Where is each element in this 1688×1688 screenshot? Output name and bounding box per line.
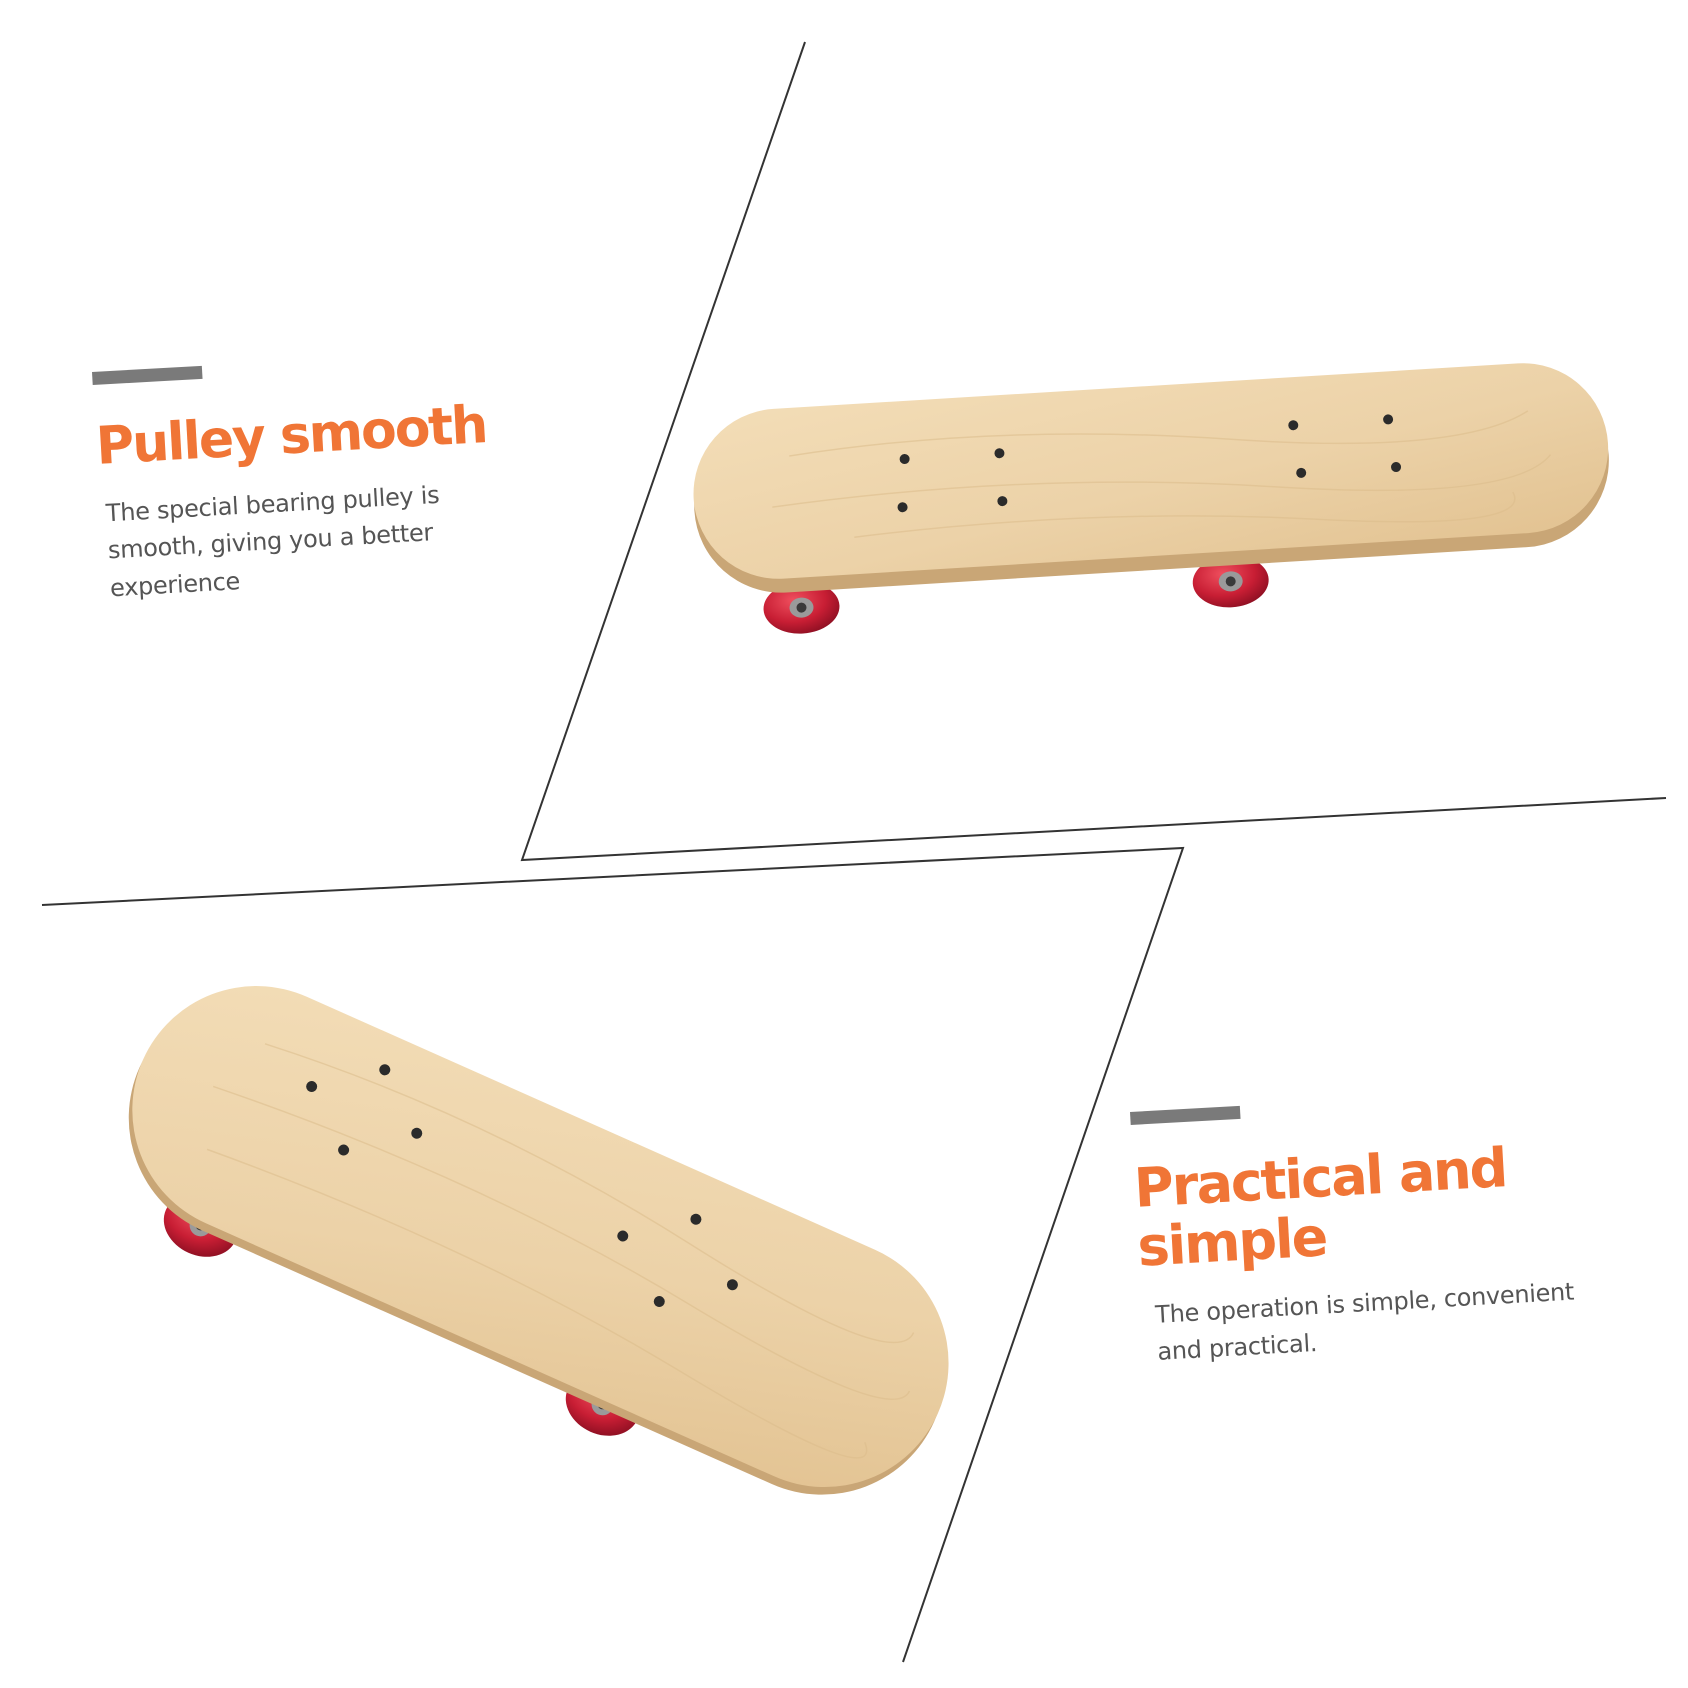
feature-practical-simple: Practical and simple The operation is si… xyxy=(1130,1084,1644,1372)
divider-lines xyxy=(41,41,1667,1663)
skateboard-side-view xyxy=(693,363,1609,634)
feature-title: Pulley smooth xyxy=(94,395,488,477)
feature-pulley-smooth: Pulley smooth The special bearing pulley… xyxy=(92,347,544,607)
lower-frame-line xyxy=(41,846,1185,1663)
skateboard-top-view xyxy=(128,986,949,1495)
wood-grain xyxy=(772,410,1552,538)
wood-grain xyxy=(206,1043,915,1459)
deck-top xyxy=(132,986,949,1488)
truck-bolts-right xyxy=(1288,414,1402,478)
upper-frame-line xyxy=(520,41,1667,862)
wheel-left xyxy=(763,581,840,634)
truck-bolts-left xyxy=(897,448,1008,513)
feature-description: The special bearing pulley is smooth, gi… xyxy=(105,481,441,602)
deck-top xyxy=(693,363,1609,579)
wheel-right xyxy=(1192,555,1269,608)
feature-title: Practical and simple xyxy=(1132,1136,1508,1280)
truck-bolts-left xyxy=(306,1064,423,1156)
truck-bolts-right xyxy=(617,1213,738,1307)
